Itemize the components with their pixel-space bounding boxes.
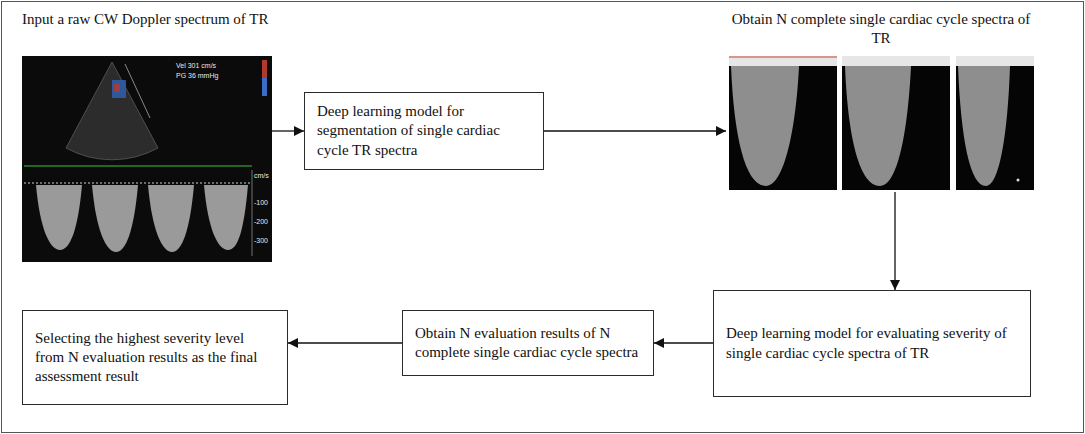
image-node: Obtain N complete single cardiac cycle s…	[726, 10, 1036, 192]
screen-annotation: cm/s	[254, 172, 269, 179]
single-cycle-spectra	[729, 56, 1034, 190]
image-heading: Obtain N complete single cardiac cycle s…	[726, 10, 1036, 48]
process-box: Deep learning model for evaluating sever…	[713, 290, 1031, 397]
doppler-screenshot	[22, 56, 272, 262]
screen-annotation: -100	[254, 199, 268, 206]
process-box: Obtain N evaluation results of N complet…	[402, 310, 654, 376]
flow-arrow	[894, 192, 895, 290]
flow-arrow	[272, 130, 304, 131]
screen-annotation: -300	[254, 237, 268, 244]
box-text: Deep learning model for evaluating sever…	[726, 324, 1018, 362]
box-text: Obtain N evaluation results of N complet…	[415, 324, 641, 362]
image-node: Input a raw CW Doppler spectrum of TR	[22, 10, 272, 262]
flow-arrow	[654, 342, 713, 343]
image-heading: Input a raw CW Doppler spectrum of TR	[22, 10, 272, 29]
box-text: Selecting the highest severity level fro…	[35, 329, 275, 387]
process-box: Deep learning model for segmentation of …	[304, 92, 544, 170]
flow-arrow	[288, 342, 402, 343]
flow-arrow	[544, 130, 726, 131]
process-box: Selecting the highest severity level fro…	[22, 310, 288, 405]
box-text: Deep learning model for segmentation of …	[317, 102, 531, 160]
screen-annotation: Vel 301 cm/s	[176, 62, 216, 69]
screen-annotation: PG 36 mmHg	[176, 72, 218, 79]
screen-annotation: -200	[254, 218, 268, 225]
